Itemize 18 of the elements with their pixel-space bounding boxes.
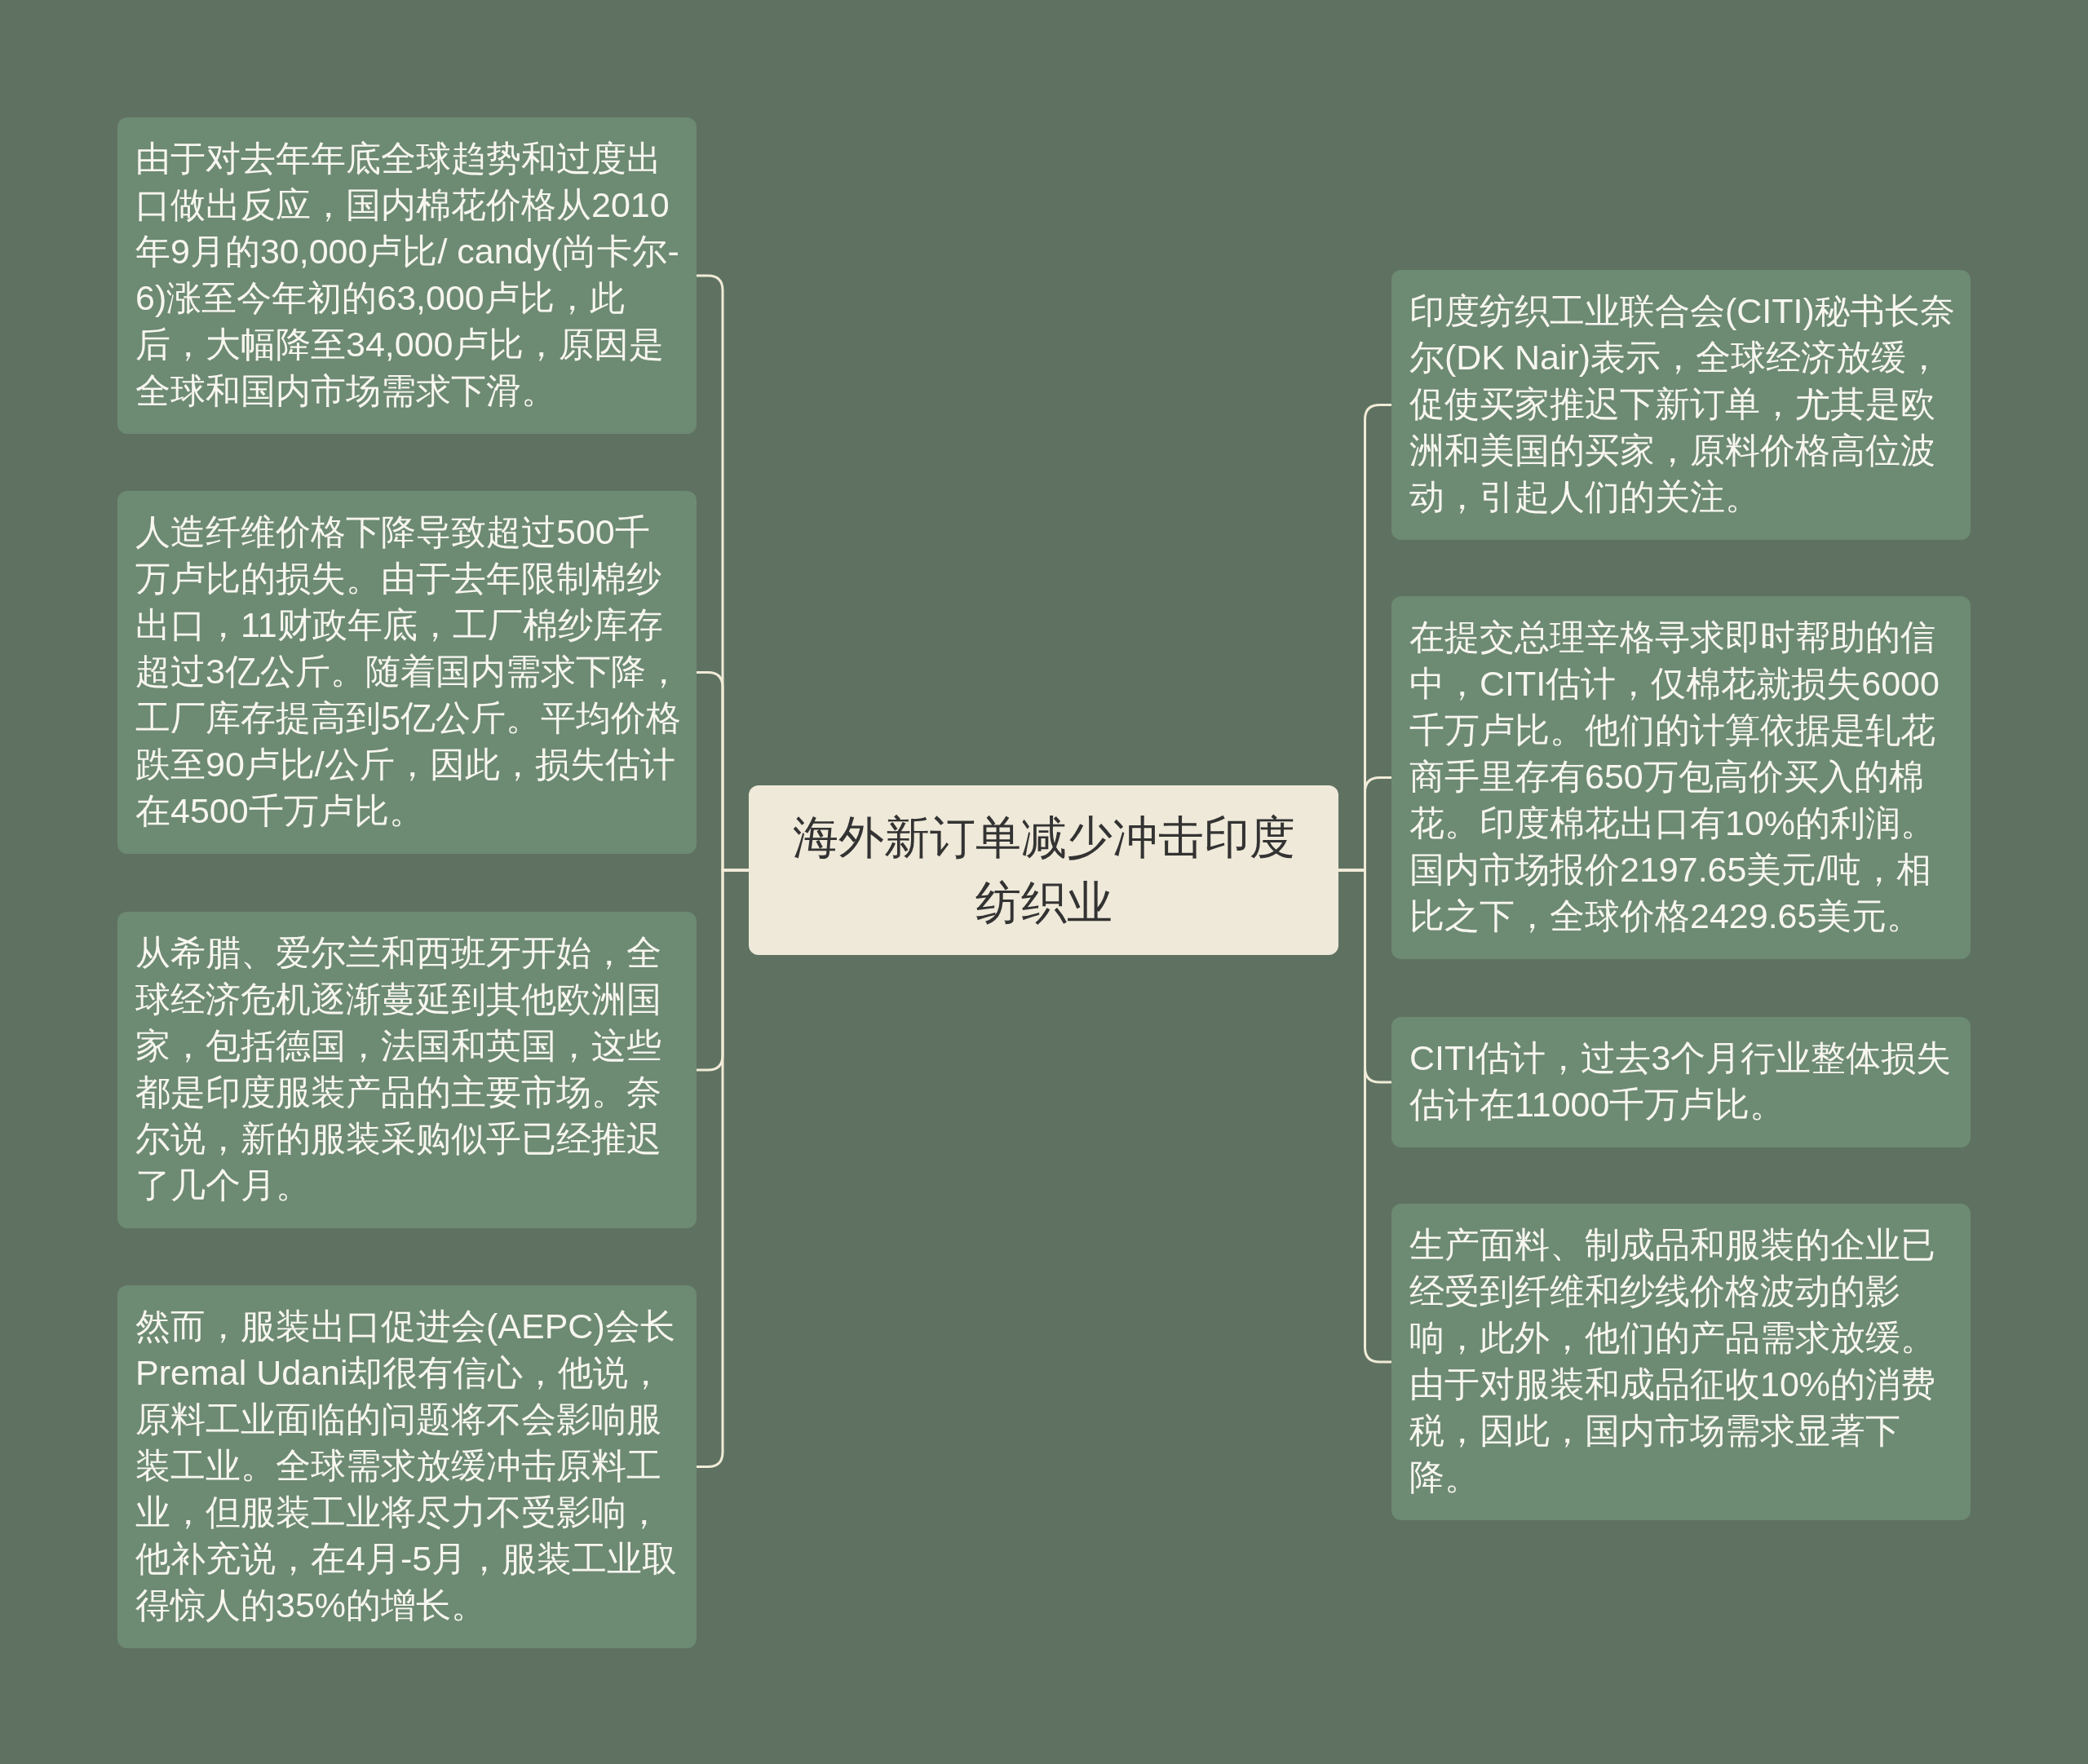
paragraph-text: 由于对去年年底全球趋势和过度出口做出反应，国内棉花价格从2010年9月的30,000卢比/ candy(尚卡尔- 6)涨至今年初的63,000卢比，此后，大幅降至34,000卢比，原因是全球和国内市场需求下滑。: [135, 138, 680, 412]
paragraph-text: 生产面料、制成品和服装的企业已经受到纤维和纱线价格波动的影响，此外，他们的产品需求放缓。由于对服装和成品征收10%的消费税，因此，国内市场需求显著下降。: [1409, 1224, 1937, 1498]
paragraph-text: 在提交总理辛格寻求即时帮助的信中，CITI估计，仅棉花就损失6000千万卢比。他们的计算依据是轧花商手里存有650万包高价买入的棉花。印度棉花出口有10%的利润。国内市场报价2197.65美元/吨，相比之下，全球价格2429.65美元。: [1409, 617, 1940, 937]
info-card: [117, 1285, 697, 1648]
paragraph-text: 人造纤维价格下降导致超过500千万卢比的损失。由于去年限制棉纱出口，11财政年底，工厂棉纱库存超过3亿公斤。随着国内需求下降，工厂库存提高到5亿公斤。平均价格跌至90卢比/公斤，因此，损失估计在4500千万卢比。: [135, 511, 682, 832]
paragraph-text: CITI估计，过去3个月行业整体损失估计在11000千万卢比。: [1409, 1037, 1953, 1125]
info-card: [1391, 270, 1971, 540]
info-card: [117, 117, 697, 434]
info-card: [1391, 596, 1971, 959]
paragraph-text: 印度纺织工业联合会(CITI)秘书长奈尔(DK Nair)表示，全球经济放缓，促使买家推迟下新订单，尤其是欧洲和美国的买家，原料价格高位波动，引起人们的关注。: [1409, 290, 1956, 518]
info-card: [117, 491, 697, 854]
paragraph-text: 从希腊、爱尔兰和西班牙开始，全球经济危机逐渐蔓延到其他欧洲国家，包括德国，法国和英国，这些都是印度服装产品的主要市场。奈尔说，新的服装采购似乎已经推迟了几个月。: [135, 932, 662, 1206]
info-card: [1391, 1204, 1971, 1520]
paragraph-text: 然而，服装出口促进会(AEPC)会长Premal Udani却很有信心，他说，原料工业面临的问题将不会影响服装工业。全球需求放缓冲击原料工业，但服装工业将尽力不受影响，他补充说，在4月-5月，服装工业取得惊人的35%的增长。: [135, 1306, 679, 1626]
info-card: [117, 912, 697, 1228]
info-card: [1391, 1017, 1971, 1147]
topic-box: [749, 785, 1338, 955]
topic-title: 海外新订单减少冲击印度纺织业: [791, 811, 1296, 930]
